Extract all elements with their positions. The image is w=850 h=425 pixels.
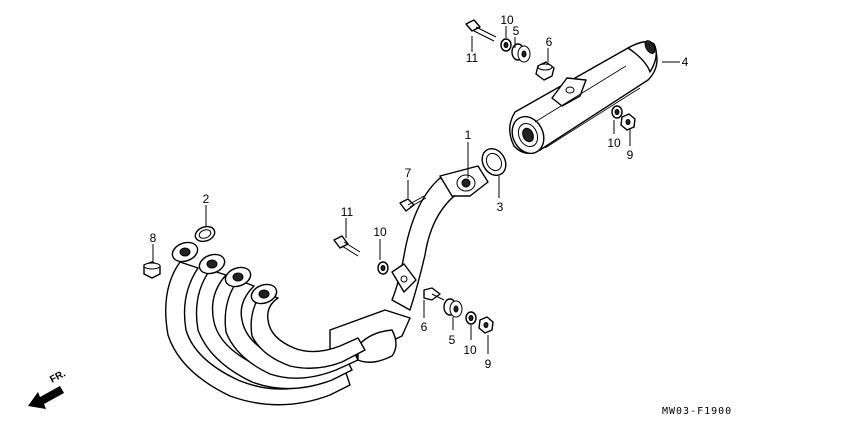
header-flanges <box>171 241 278 305</box>
collar-6-lower[interactable] <box>423 287 445 301</box>
muffler[interactable] <box>506 39 658 159</box>
callout-4: 4 <box>682 55 689 69</box>
callout-10-upper: 10 <box>500 13 514 27</box>
exhaust-port-gasket[interactable] <box>193 224 217 244</box>
washer-10-upper[interactable] <box>500 38 512 52</box>
callout-8: 8 <box>150 231 157 245</box>
flange-bolt-11-left[interactable] <box>333 235 361 257</box>
front-direction-label: FR. <box>48 368 68 385</box>
muffler-gasket[interactable] <box>477 144 510 179</box>
exhaust-pipe-assembly[interactable] <box>165 165 489 406</box>
leader-lines <box>152 26 680 354</box>
front-direction-arrow: FR. <box>28 368 68 409</box>
callout-2: 2 <box>203 192 210 206</box>
callout-11-upper: 11 <box>466 51 479 65</box>
callout-6-lower: 6 <box>421 320 428 334</box>
callout-5-upper: 5 <box>513 24 520 38</box>
callout-5-lower: 5 <box>449 333 456 347</box>
callout-10-right: 10 <box>607 136 621 150</box>
flange-bolt-11-upper[interactable] <box>465 19 497 42</box>
nut-9-lower[interactable] <box>478 316 494 334</box>
callout-1: 1 <box>465 128 472 142</box>
washer-10-right[interactable] <box>611 105 623 119</box>
collar-6-upper[interactable] <box>535 61 555 81</box>
diagram-code: MW03-F1900 <box>662 406 732 417</box>
callout-11-left: 11 <box>341 205 354 219</box>
callout-3: 3 <box>497 200 504 214</box>
callout-10-lower: 10 <box>463 343 477 357</box>
callout-9-lower: 9 <box>485 357 492 371</box>
rubber-5-lower[interactable] <box>443 298 463 318</box>
nut-9-right[interactable] <box>620 113 636 131</box>
exhaust-nut[interactable] <box>143 261 161 279</box>
washer-10-left[interactable] <box>377 261 389 275</box>
callout-9-right: 9 <box>627 148 634 162</box>
washer-10-lower[interactable] <box>465 311 477 325</box>
callout-10-left: 10 <box>373 225 387 239</box>
callout-6-upper: 6 <box>546 35 553 49</box>
flange-bolt-7[interactable] <box>399 195 427 212</box>
callout-7: 7 <box>405 166 412 180</box>
